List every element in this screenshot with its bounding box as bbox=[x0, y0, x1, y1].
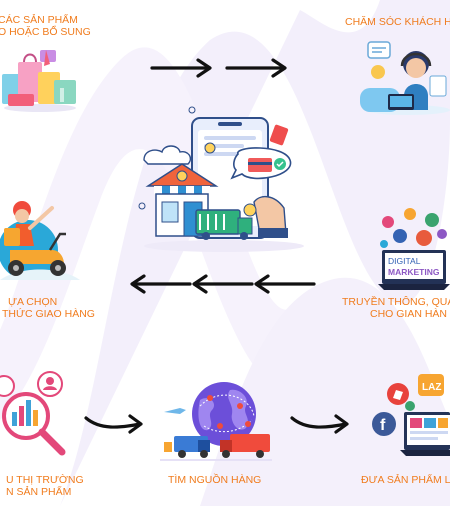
step-label-market-research: U THỊ TRƯỜNG N SẢN PHẨM bbox=[6, 474, 84, 498]
listing-illustration: LAZ f bbox=[372, 374, 450, 456]
arrow-curved-2 bbox=[290, 414, 349, 434]
arrow-left-3 bbox=[254, 274, 316, 294]
step-label-line: U THỊ TRƯỜNG bbox=[6, 474, 84, 486]
customer-care-illustration bbox=[360, 41, 450, 115]
step-label-sourcing: TÌM NGUỒN HÀNG bbox=[168, 474, 261, 486]
step-label-line: N SẢN PHẨM bbox=[6, 486, 72, 498]
laz-icon: LAZ bbox=[422, 382, 441, 393]
arrow-right-1 bbox=[150, 58, 212, 78]
delivery-scooter-illustration bbox=[0, 201, 80, 280]
step-label-shipping: ỰA CHỌN THỨC GIAO HÀNG bbox=[2, 296, 95, 320]
market-research-illustration bbox=[0, 371, 66, 456]
marketing-text: MARKETING bbox=[388, 267, 440, 277]
step-label-line: O HOẶC BỔ SUNG bbox=[0, 26, 91, 38]
arrow-left-2 bbox=[192, 274, 254, 294]
step-label-line: THỨC GIAO HÀNG bbox=[2, 308, 95, 320]
digital-text: DIGITAL bbox=[388, 256, 421, 266]
arrow-right-2 bbox=[225, 58, 287, 78]
step-label-marketing: TRUYỀN THÔNG, QUA CHO GIAN HÀN bbox=[342, 296, 450, 320]
arrow-left-1 bbox=[130, 274, 192, 294]
step-label-line: TRUYỀN THÔNG, QUA bbox=[342, 296, 450, 308]
step-label-line: CHO GIAN HÀN bbox=[370, 308, 448, 320]
online-store-illustration bbox=[138, 106, 304, 252]
arrow-curved-1 bbox=[84, 414, 143, 434]
step-label-customer-care: CHĂM SÓC KHÁCH H bbox=[345, 16, 450, 28]
digital-marketing-illustration: DIGITAL MARKETING bbox=[378, 208, 450, 290]
products-illustration bbox=[2, 50, 76, 112]
facebook-icon: f bbox=[380, 417, 386, 434]
sourcing-illustration bbox=[160, 382, 272, 461]
step-label-line: TÌM NGUỒN HÀNG bbox=[168, 474, 262, 486]
step-label-products: CÁC SẢN PHẨM O HOẶC BỔ SUNG bbox=[0, 14, 91, 38]
step-label-line: ỰA CHỌN bbox=[8, 296, 58, 308]
step-label-line: CHĂM SÓC KHÁCH H bbox=[345, 16, 450, 28]
step-label-line: CÁC SẢN PHẨM bbox=[0, 14, 78, 26]
step-label-listing: ĐƯA SẢN PHẨM L bbox=[361, 474, 450, 486]
step-label-line: ĐƯA SẢN PHẨM L bbox=[361, 474, 450, 486]
